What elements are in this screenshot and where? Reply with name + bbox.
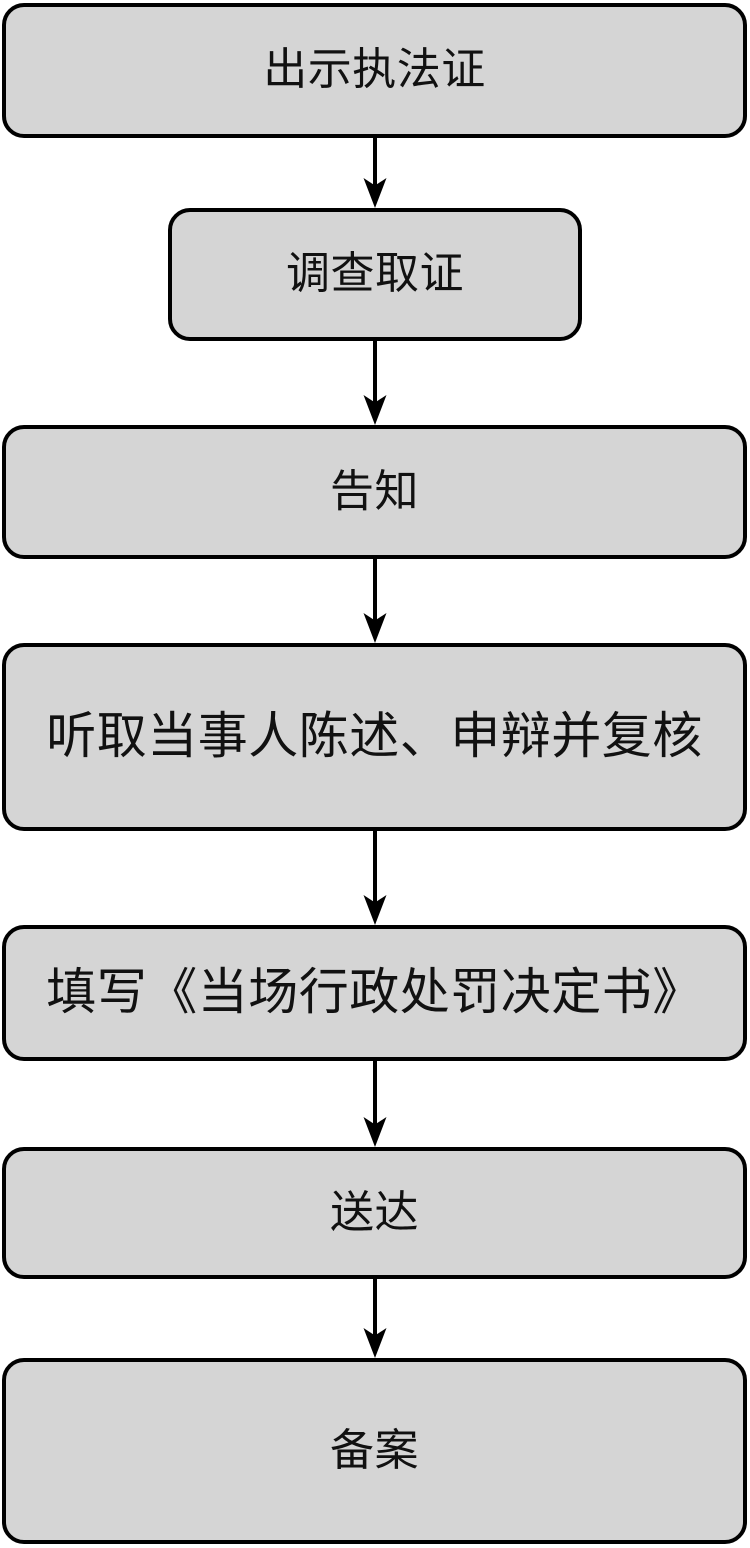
connector-arrow-4 [355, 831, 395, 926]
flowchart-node-record-filing[interactable]: 备案 [2, 1358, 747, 1544]
connector-arrow-5 [355, 1061, 395, 1148]
connector-arrow-1 [355, 138, 395, 209]
flowchart-node-fill-onsite-penalty-decision[interactable]: 填写《当场行政处罚决定书》 [2, 925, 747, 1061]
down-arrow-icon [363, 1279, 387, 1358]
down-arrow-icon [363, 341, 387, 425]
node-label: 调查取证 [286, 248, 464, 300]
flowchart-node-show-credentials[interactable]: 出示执法证 [2, 3, 747, 138]
down-arrow-icon [363, 138, 387, 208]
node-label: 备案 [330, 1424, 419, 1476]
down-arrow-icon [363, 1061, 387, 1147]
connector-arrow-2 [355, 341, 395, 426]
node-label: 填写《当场行政处罚决定书》 [46, 963, 703, 1022]
node-label: 送达 [330, 1186, 419, 1238]
down-arrow-icon [363, 559, 387, 643]
flowchart-node-serve-document[interactable]: 送达 [2, 1147, 747, 1279]
flowchart-node-investigate-evidence[interactable]: 调查取证 [168, 208, 582, 341]
connector-arrow-6 [355, 1279, 395, 1359]
connector-arrow-3 [355, 559, 395, 644]
flowchart-node-hear-statement-defense-review[interactable]: 听取当事人陈述、申辩并复核 [2, 643, 747, 831]
node-label: 告知 [330, 465, 419, 517]
node-label: 出示执法证 [263, 44, 486, 96]
flowchart-node-notify[interactable]: 告知 [2, 425, 747, 559]
node-label: 听取当事人陈述、申辩并复核 [46, 707, 703, 766]
down-arrow-icon [363, 831, 387, 925]
